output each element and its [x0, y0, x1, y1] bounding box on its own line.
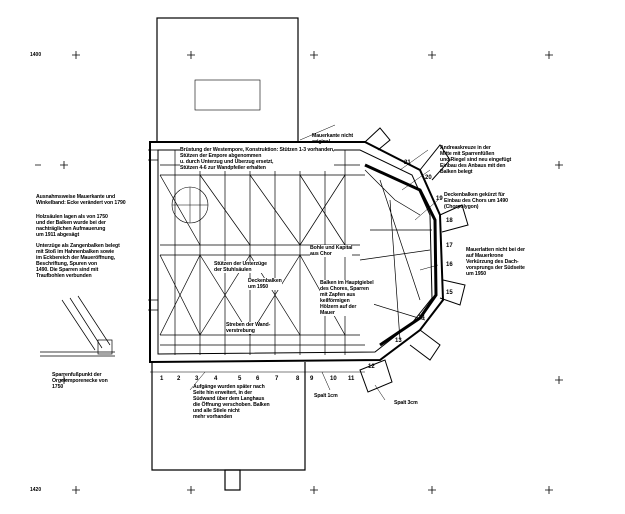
note-spalt-1: Spalt 1cm — [314, 393, 338, 399]
grid-number: 20 — [425, 175, 432, 181]
grid-number: 16 — [446, 262, 453, 268]
grid-number: 7 — [275, 376, 279, 382]
note-chor: Bohle und Kapital aus Chor — [310, 245, 353, 257]
note-decken: Deckenbalken um 1950 — [248, 278, 282, 290]
note-tower: Brüstung der Westempore, Konstruktion: S… — [180, 147, 335, 171]
grid-number: 8 — [296, 376, 300, 382]
grid-number: 10 — [330, 376, 337, 382]
note-sparren: Sparrenfußpunkt der Orgelemporenecke von… — [52, 372, 108, 390]
buttresses — [359, 127, 469, 393]
grid-number: 21 — [404, 160, 411, 166]
left-detail — [40, 149, 158, 357]
note-right-1: Andreaskreuze in der Mitte mit Sparrenfü… — [440, 145, 512, 175]
tower-outline — [156, 17, 299, 143]
grid-number: 4 — [214, 376, 218, 382]
note-right-2: Deckenbalken gekürzt für Einbau des Chor… — [444, 192, 508, 210]
grid-number: 11 — [348, 376, 355, 382]
note-streben: Streben der Wand- verstrebung — [226, 322, 271, 334]
note-spalt-2: Spalt 3cm — [394, 400, 418, 406]
grid-number: 19 — [436, 196, 443, 202]
note-mauerkante: Mauerkante nicht original — [312, 133, 354, 145]
crosshair-markers — [35, 51, 563, 494]
grid-number: 18 — [446, 218, 453, 224]
grid-number: 1 — [160, 376, 164, 382]
roof-structure — [159, 150, 438, 355]
axis-label: 1420 — [30, 487, 42, 493]
note-mitte: Balken im Hauptgiebel des Chores, Sparre… — [320, 280, 374, 316]
grid-number: 2 — [177, 376, 181, 382]
label-westturm: Westturm — [205, 60, 223, 65]
note-right-3: Mauerlatten nicht bei der auf Mauerkrone… — [466, 247, 525, 277]
note-left-2: Holzsäulen lagen als von 1750 und der Ba… — [36, 214, 108, 238]
leader-lines — [189, 124, 439, 401]
nave-walls — [149, 141, 445, 364]
grid-number: 17 — [446, 243, 453, 249]
grid-number: 15 — [446, 290, 453, 296]
grid-number: 5 — [238, 376, 242, 382]
annex-outline — [151, 362, 306, 491]
grid-number: 14 — [418, 315, 425, 321]
grid-number: 9 — [310, 376, 314, 382]
grid-number: 12 — [368, 364, 375, 370]
note-left-3: Unterzüge als Zangenbalken belegt mit St… — [36, 243, 120, 279]
note-stuetzen: Stützen der Unterzüge der Stuhlsäulen — [214, 261, 267, 273]
grid-number: 6 — [256, 376, 260, 382]
grid-number: 13 — [395, 338, 402, 344]
note-bottom: Aufgänge wurden später nach Seite hin er… — [193, 384, 270, 420]
grid-number: 3 — [195, 376, 199, 382]
axis-label: 1400 — [30, 52, 42, 58]
note-left-1: Ausnahmsweise Mauerkante und Winkelband:… — [36, 194, 126, 206]
